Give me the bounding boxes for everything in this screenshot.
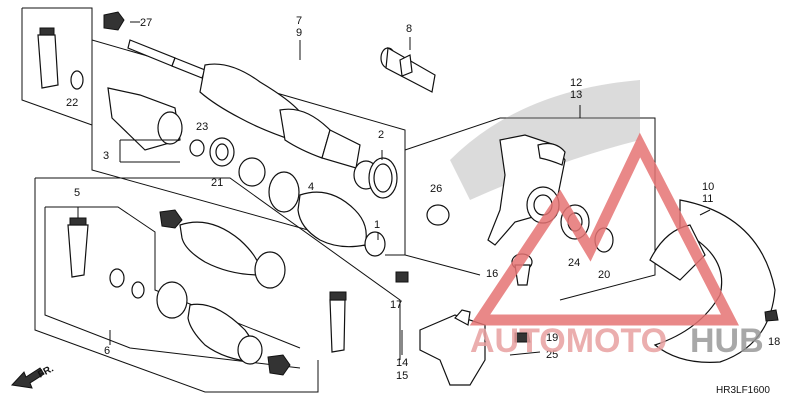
callout-6: 6 — [104, 345, 110, 357]
callout-1: 1 — [374, 219, 380, 231]
callout-9: 9 — [296, 27, 302, 39]
callout-20: 20 — [598, 269, 610, 281]
frame-inner-shaft — [34, 177, 401, 393]
hatch-area — [450, 80, 640, 200]
callout-26: 26 — [430, 183, 442, 195]
inner-shaft-6 — [156, 209, 291, 376]
callout-27: 27 — [140, 17, 152, 29]
grease-tube-22-top — [37, 27, 59, 89]
front-arrow: FR. — [10, 363, 56, 389]
callout-7: 7 — [296, 15, 302, 27]
callout-24: 24 — [568, 257, 580, 269]
callout-2: 2 — [378, 129, 384, 141]
callout-8: 8 — [406, 23, 412, 35]
watermark-text: AUTOMOTO HUB — [470, 322, 764, 360]
clamp-band-2 — [368, 157, 398, 199]
diagram-code: HR3LF1600 — [716, 385, 770, 396]
front-arrow-label: FR. — [36, 363, 56, 380]
boot-4 — [268, 171, 386, 257]
callouts: 27 7 9 8 22 23 3 2 21 4 12 13 26 1 5 10 … — [66, 15, 780, 382]
callout-3: 3 — [103, 150, 109, 162]
circlip-26 — [426, 204, 450, 226]
leader-lines — [77, 21, 711, 355]
bracket-14-15 — [419, 309, 486, 386]
callout-17: 17 — [390, 299, 402, 311]
callout-25: 25 — [546, 349, 558, 361]
callout-16: 16 — [486, 268, 498, 280]
callout-13: 13 — [570, 89, 582, 101]
circlips-6 — [109, 268, 145, 299]
bearing-cage — [209, 137, 235, 167]
nut-27 — [103, 11, 125, 31]
circlip-21 — [238, 157, 266, 187]
callout-23: 23 — [196, 121, 208, 133]
frame-knuckle — [404, 117, 656, 301]
callout-22: 22 — [66, 97, 78, 109]
callout-19: 19 — [546, 332, 558, 344]
callout-4: 4 — [308, 181, 314, 193]
watermark-text-right: HUB — [690, 322, 764, 360]
watermark-logo — [469, 132, 740, 326]
callout-11: 11 — [702, 193, 713, 205]
driveshaft-7-9 — [127, 39, 379, 190]
cotter-pin-25 — [509, 351, 541, 356]
stub-shaft-8 — [380, 47, 436, 93]
circlip-23 — [189, 139, 205, 157]
outer-joint-3 — [107, 87, 183, 151]
watermark-text-left: AUTOMOTO — [470, 322, 667, 360]
bolt-18 — [764, 309, 779, 322]
callout-14: 14 — [396, 357, 408, 369]
callout-18: 18 — [768, 336, 780, 348]
callout-15: 15 — [396, 370, 408, 382]
callout-21: 21 — [211, 177, 223, 189]
nut-19 — [514, 332, 531, 343]
callout-12: 12 — [570, 77, 582, 89]
grease-tube-6 — [329, 291, 347, 353]
grease-tube-5 — [67, 217, 89, 278]
callout-5: 5 — [74, 187, 80, 199]
callout-10: 10 — [702, 181, 714, 193]
circlip-22 — [70, 70, 84, 90]
bolt-17 — [395, 271, 409, 283]
